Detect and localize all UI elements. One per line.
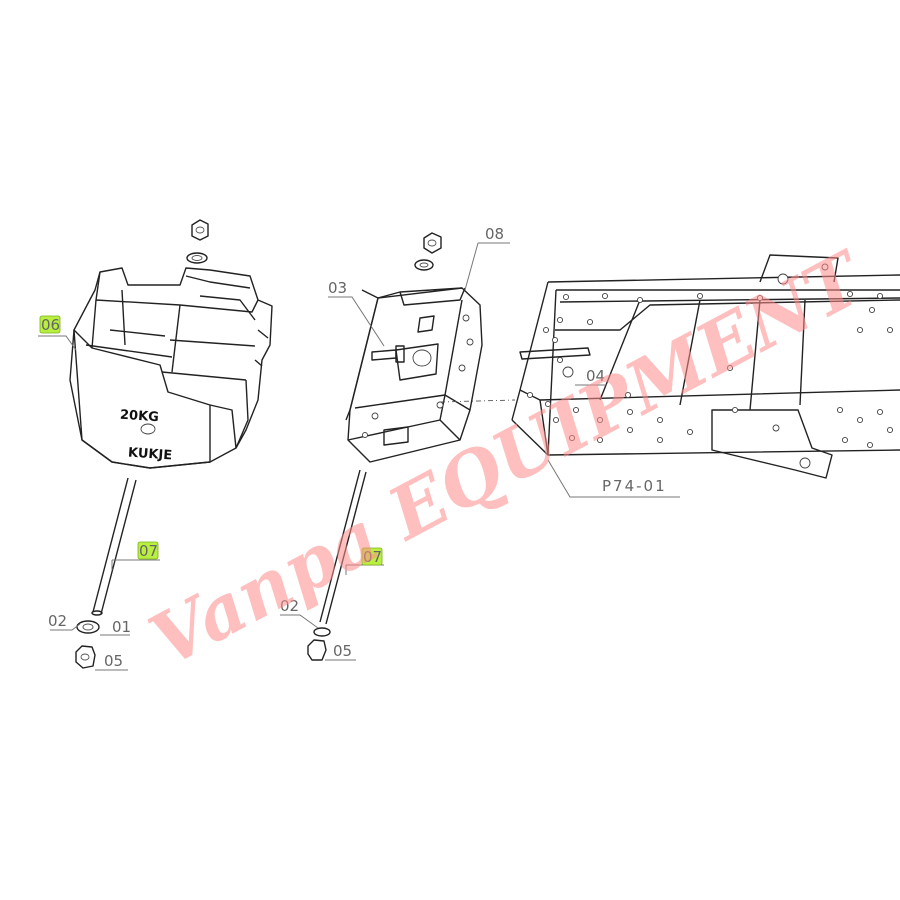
frame-hole [836,406,844,414]
callout-05-middle-text: 05 [333,642,352,660]
frame-hole [568,434,576,442]
frame-hole [856,326,864,334]
frame-hole [624,391,632,399]
callout-07-left-text: 07 [139,542,158,560]
mount-bracket [345,287,483,463]
callout-05-middle: 05 [333,642,352,660]
frame-hole [562,293,570,301]
frame-hole [526,391,534,399]
frame-hole [731,406,739,414]
frame-reference-text: P74-01 [602,477,667,495]
callout-02-middle-text: 02 [280,597,299,615]
frame-hole [572,406,580,414]
chassis-frame [511,254,900,479]
frame-hole [846,290,854,298]
callout-05-left-text: 05 [104,652,123,670]
callout-08: 08 [485,225,504,243]
frame-hole [886,426,894,434]
frame-hole [866,441,874,449]
frame-hole [601,292,609,300]
callout-02-middle: 02 [280,597,299,615]
callout-06-text: 06 [41,316,60,334]
callout-01: 01 [112,618,131,636]
callout-07-middle: 07 [361,547,383,566]
callout-07-middle-text: 07 [363,548,382,566]
callout-02-left-text: 02 [48,612,67,630]
callout-04: 04 [586,367,605,385]
frame-hole [551,336,559,344]
frame-hole [636,296,644,304]
callout-01-text: 01 [112,618,131,636]
frame-hole [586,318,594,326]
callout-03-text: 03 [328,279,347,297]
callout-07-left: 07 [137,541,159,560]
callout-04-text: 04 [586,367,605,385]
frame-hole [626,408,634,416]
watermark: Vanpa EQUIPMENT [136,234,880,683]
callout-05-left: 05 [104,652,123,670]
counterweight-block: 20KG KUKJE [69,267,273,469]
frame-hole [886,326,894,334]
frame-hole [696,292,704,300]
callout-02-left: 02 [48,612,67,630]
frame-hole [686,428,694,436]
frame-hole [868,306,876,314]
bottom-hardware-left [75,620,100,669]
bottom-hardware-middle [307,627,331,661]
callout-08-text: 08 [485,225,504,243]
frame-holes [526,290,894,449]
callout-06: 06 [39,315,61,334]
frame-hole [544,400,552,408]
frame-hole [596,416,604,424]
watermark-text: Vanpa EQUIPMENT [136,234,880,683]
frame-hole [756,294,764,302]
frame-hole [556,356,564,364]
brand-text: KUKJE [127,445,172,463]
frame-hole [876,408,884,416]
top-nut-bracket [414,232,442,271]
top-nut-left [186,219,209,264]
long-bolt-left [91,477,137,616]
weight-text: 20KG [119,408,159,426]
frame-hole [841,436,849,444]
frame-hole [556,316,564,324]
frame-hole [656,416,664,424]
frame-hole [552,416,560,424]
frame-hole [726,364,734,372]
callout-03: 03 [328,279,347,297]
frame-hole [656,436,664,444]
frame-hole [876,292,884,300]
frame-hole [542,326,550,334]
frame-reference: P74-01 [602,477,667,495]
frame-hole [596,436,604,444]
frame-hole [856,416,864,424]
long-bolt-middle [319,469,367,625]
centerline [439,399,516,403]
frame-hole [626,426,634,434]
